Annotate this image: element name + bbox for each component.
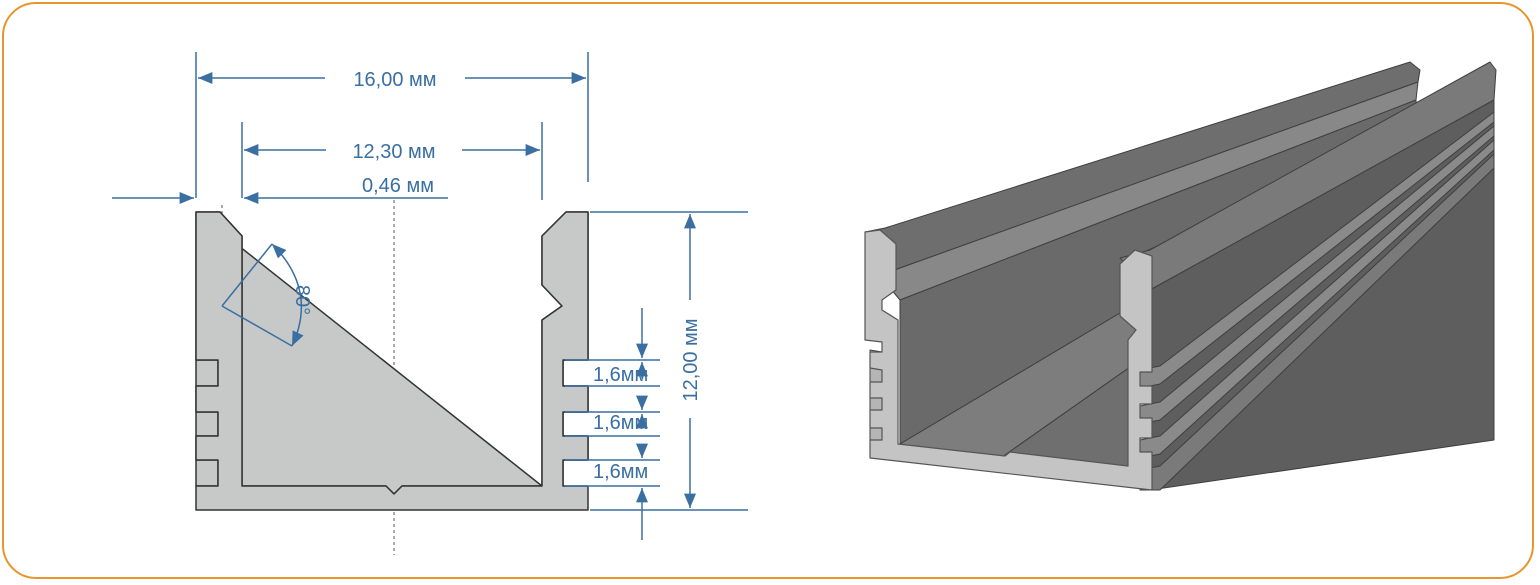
dim-wall-thickness: 0,46 мм: [112, 175, 448, 204]
profile-front-face: [864, 229, 1153, 491]
dim-inner-width: 12,30 мм: [243, 141, 540, 163]
fin-pitch-2-label: 1,6мм: [593, 412, 648, 434]
wall-thickness-label: 0,46 мм: [362, 175, 434, 197]
extension-lines: [195, 52, 748, 511]
fin-pitch-1-label: 1,6мм: [593, 364, 648, 386]
cross-section-view: [195, 200, 589, 555]
dim-fin-pitch: 1,6мм 1,6мм 1,6мм: [593, 308, 648, 540]
profile-outline: [195, 211, 589, 511]
height-label: 12,00 мм: [680, 318, 702, 401]
profile-section: [195, 211, 589, 495]
dim-height: 12,00 мм: [680, 213, 702, 508]
outer-width-label: 16,00 мм: [353, 69, 436, 91]
angle-label: 80°: [291, 285, 313, 315]
profile-3d-render: [864, 61, 1497, 491]
fin-pitch-3-label: 1,6мм: [593, 461, 648, 483]
dim-outer-width: 16,00 мм: [197, 69, 586, 91]
inner-width-label: 12,30 мм: [352, 141, 435, 163]
dim-angle: 80°: [221, 243, 313, 347]
